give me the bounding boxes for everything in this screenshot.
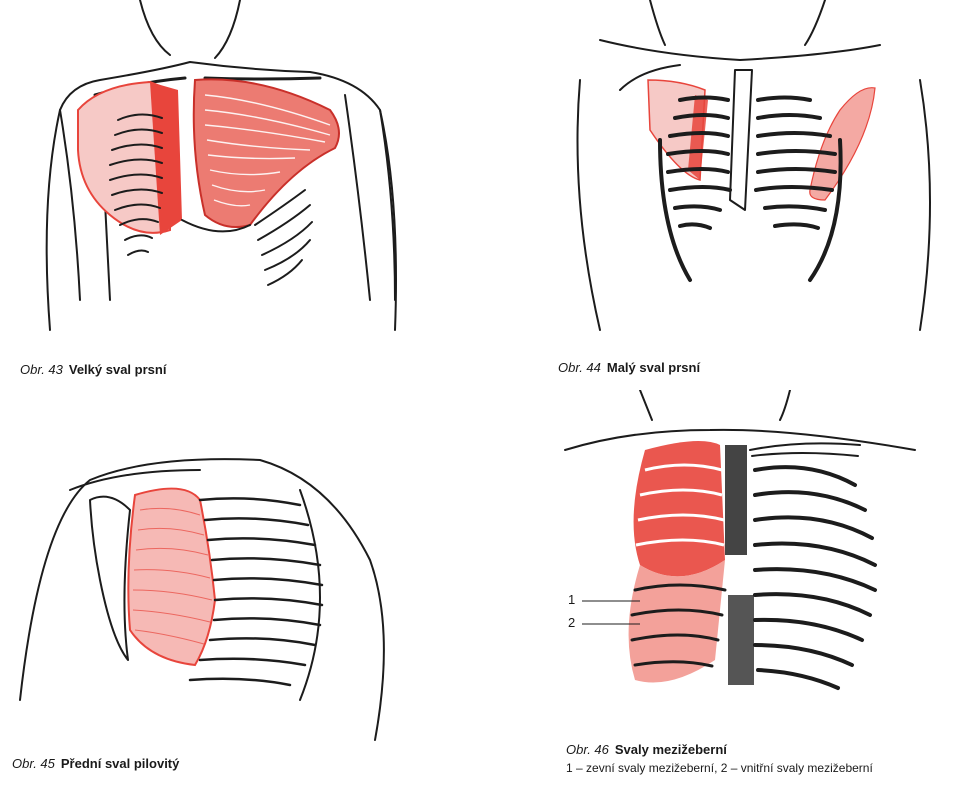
pectoralis-major-illustration: [45, 0, 397, 331]
pectoralis-major-left: [192, 78, 340, 228]
figure-43: Obr. 43 Velký sval prsní: [0, 0, 480, 390]
figure-title: Velký sval prsní: [68, 362, 167, 377]
figure-44: Obr. 44 Malý sval prsní: [540, 0, 960, 390]
pectoralis-major-right: [77, 80, 171, 234]
external-intercostal-muscles: [633, 441, 725, 577]
serratus-anterior-muscle: [127, 487, 217, 667]
figure-number: Obr. 44: [558, 360, 601, 375]
figure-44-caption: Obr. 44 Malý sval prsní: [558, 360, 700, 375]
figure-title: Malý sval prsní: [606, 360, 701, 375]
pectoralis-minor-illustration: [576, 0, 931, 331]
figure-46-legend: 1 – zevní svaly mezižeberní, 2 – vnitřní…: [566, 761, 873, 775]
figure-number: Obr. 43: [20, 362, 63, 377]
figure-number: Obr. 45: [12, 756, 55, 771]
serratus-anterior-illustration: [19, 458, 385, 741]
figure-45: Obr. 45 Přední sval pilovitý: [0, 400, 480, 786]
figure-43-caption: Obr. 43 Velký sval prsní: [20, 362, 166, 377]
figure-46-caption: Obr. 46 Svaly mezižeberní: [566, 742, 727, 757]
figure-title: Přední sval pilovitý: [60, 756, 180, 771]
label-1: 1: [568, 592, 576, 607]
figure-title: Svaly mezižeberní: [614, 742, 727, 757]
figure-46: 1 2 Obr. 46 Svaly mezižeberní 1 – zevní s…: [540, 390, 960, 786]
label-2: 2: [568, 615, 576, 630]
internal-intercostal-muscles: [628, 560, 725, 683]
figure-45-caption: Obr. 45 Přední sval pilovitý: [12, 756, 179, 771]
intercostal-muscles-illustration: [564, 390, 916, 690]
pectoralis-minor-left: [809, 87, 876, 201]
figure-number: Obr. 46: [566, 742, 609, 757]
